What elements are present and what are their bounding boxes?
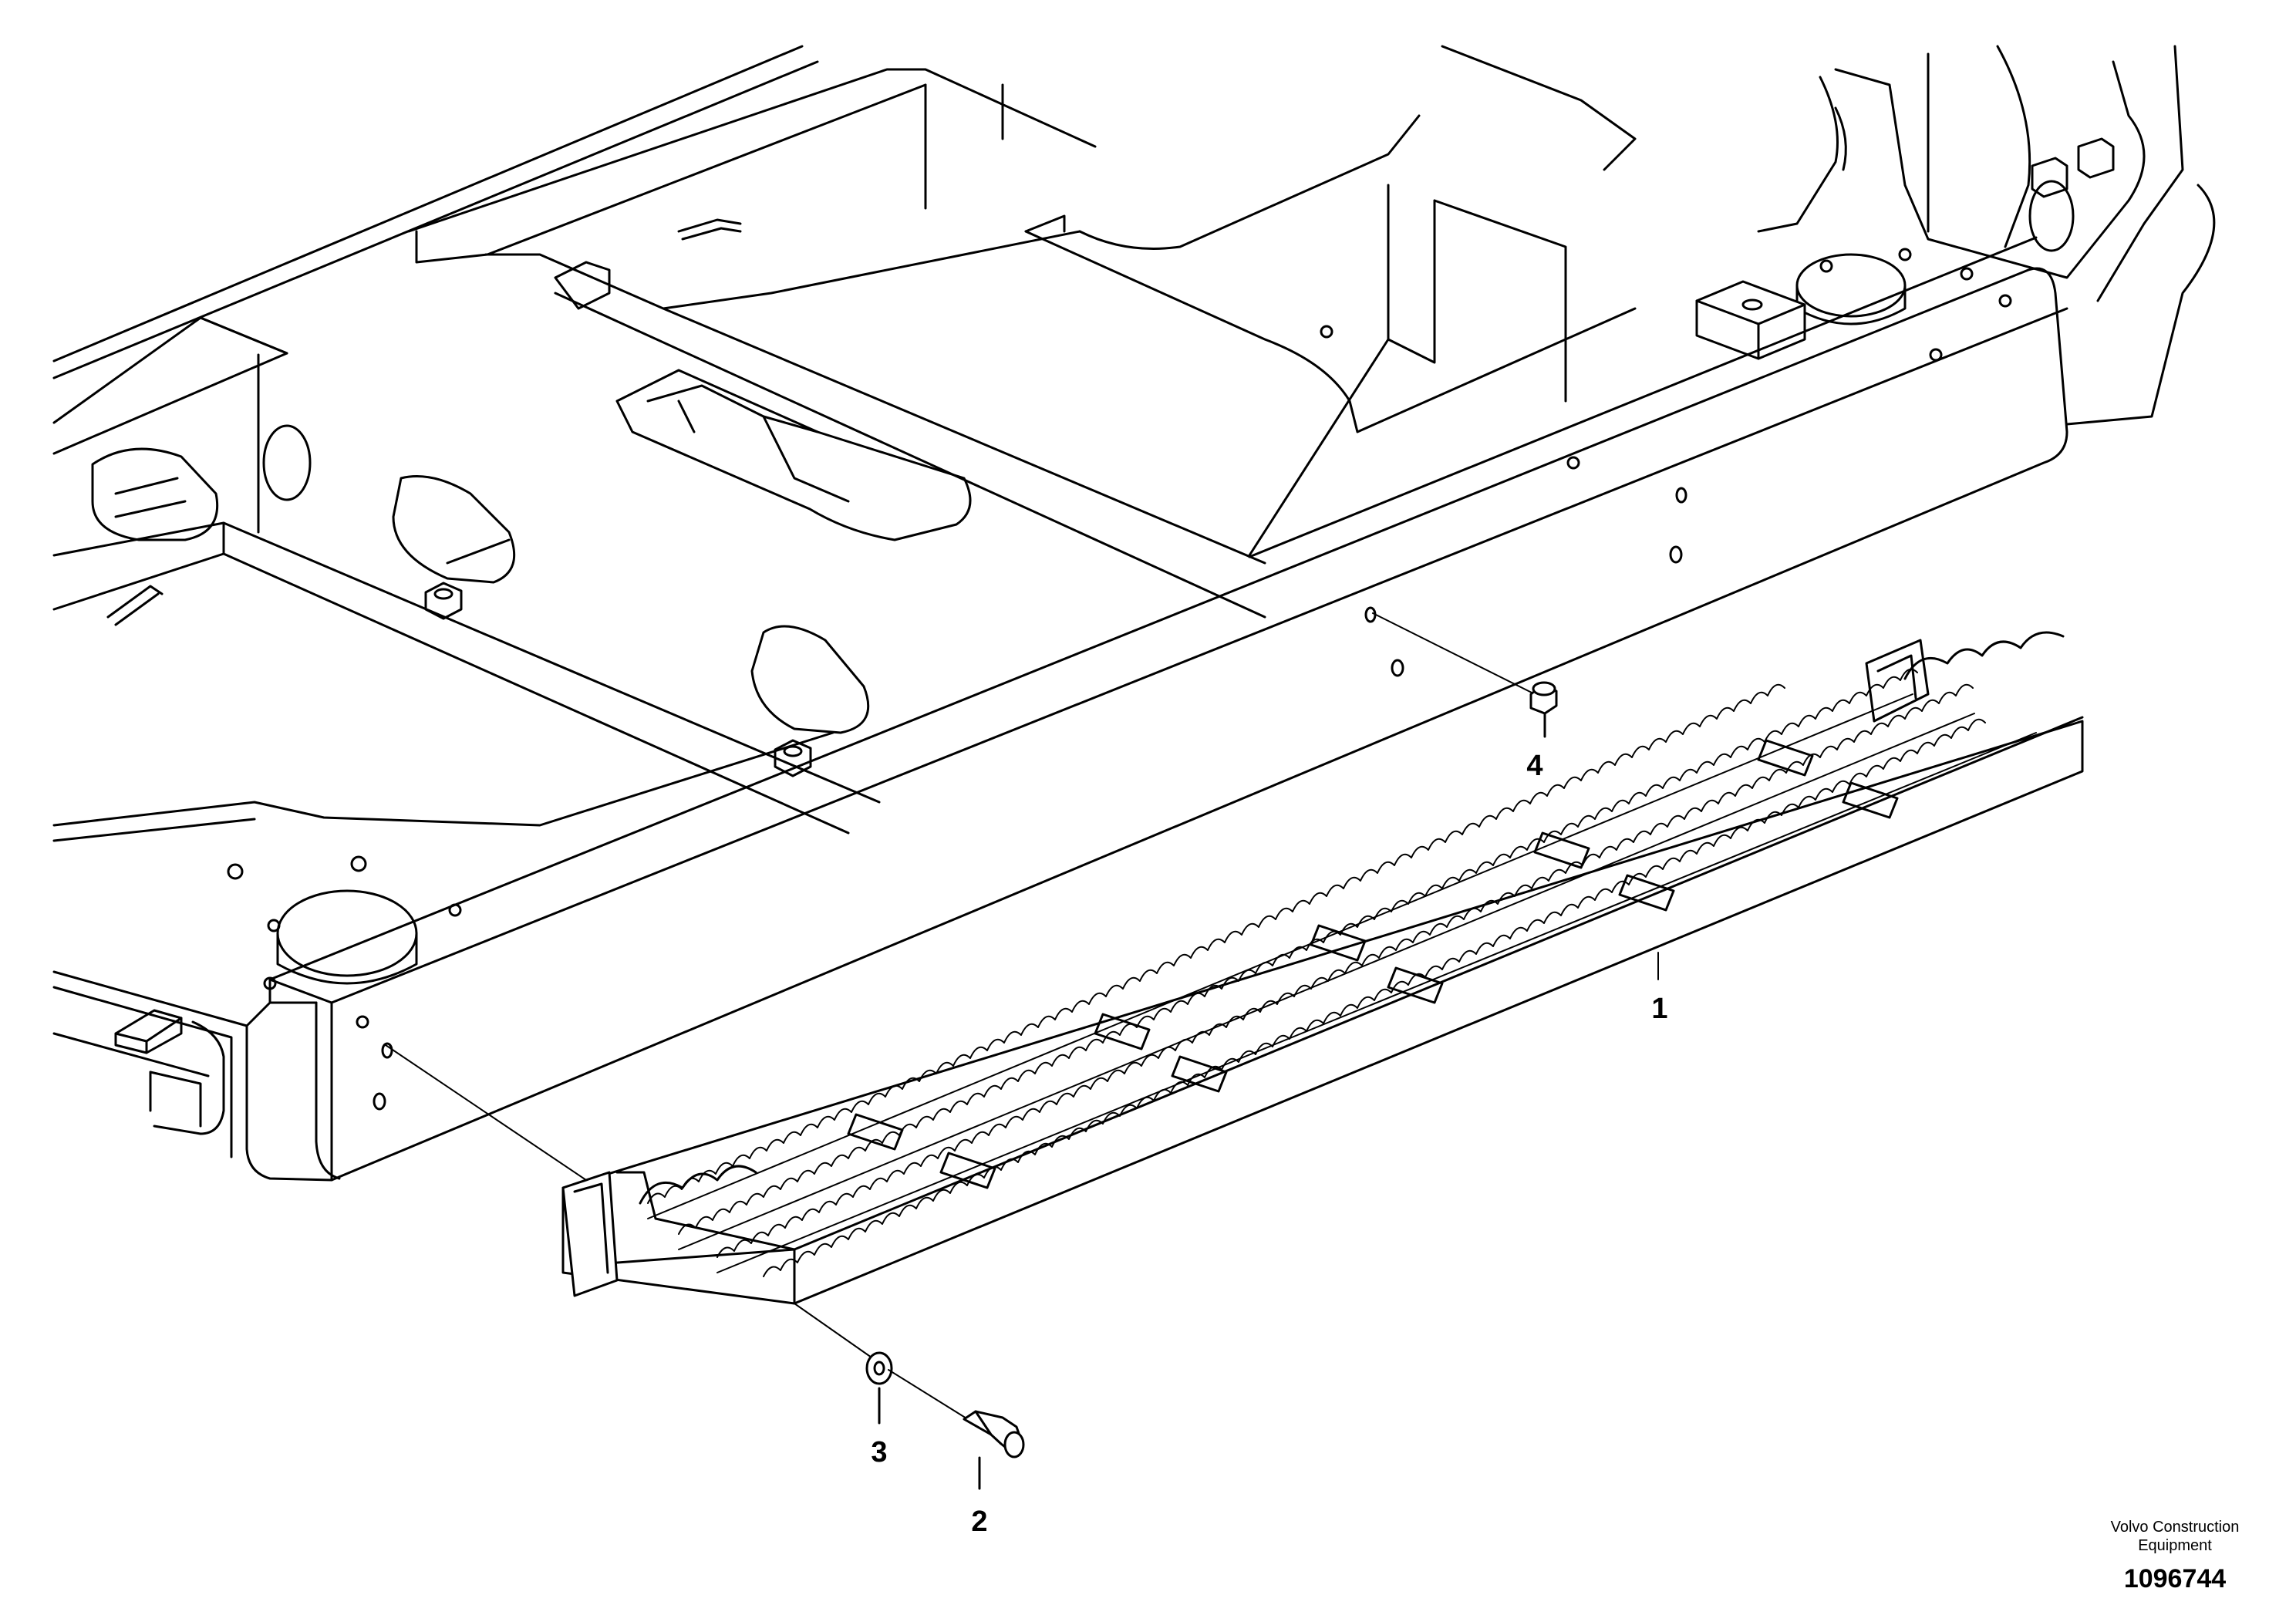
web-slot — [91, 447, 219, 541]
drawing-number: 1096744 — [2124, 1564, 2226, 1593]
company-name-line2: Equipment — [2138, 1537, 2212, 1554]
frame-nut — [424, 582, 463, 620]
callout-2: 2 — [971, 1506, 987, 1538]
callout-1: 1 — [1651, 993, 1667, 1025]
company-name-line1: Volvo Construction — [2111, 1519, 2240, 1536]
callout-3: 3 — [871, 1436, 887, 1469]
bolt-part-2 — [963, 1410, 1025, 1490]
chassis-frame — [52, 45, 2216, 1182]
frame-nut — [774, 739, 812, 777]
washer-part-3 — [385, 1044, 971, 1425]
step-tread — [561, 631, 2084, 1305]
callout-4: 4 — [1526, 750, 1542, 782]
plug-part-4 — [1372, 612, 1558, 738]
